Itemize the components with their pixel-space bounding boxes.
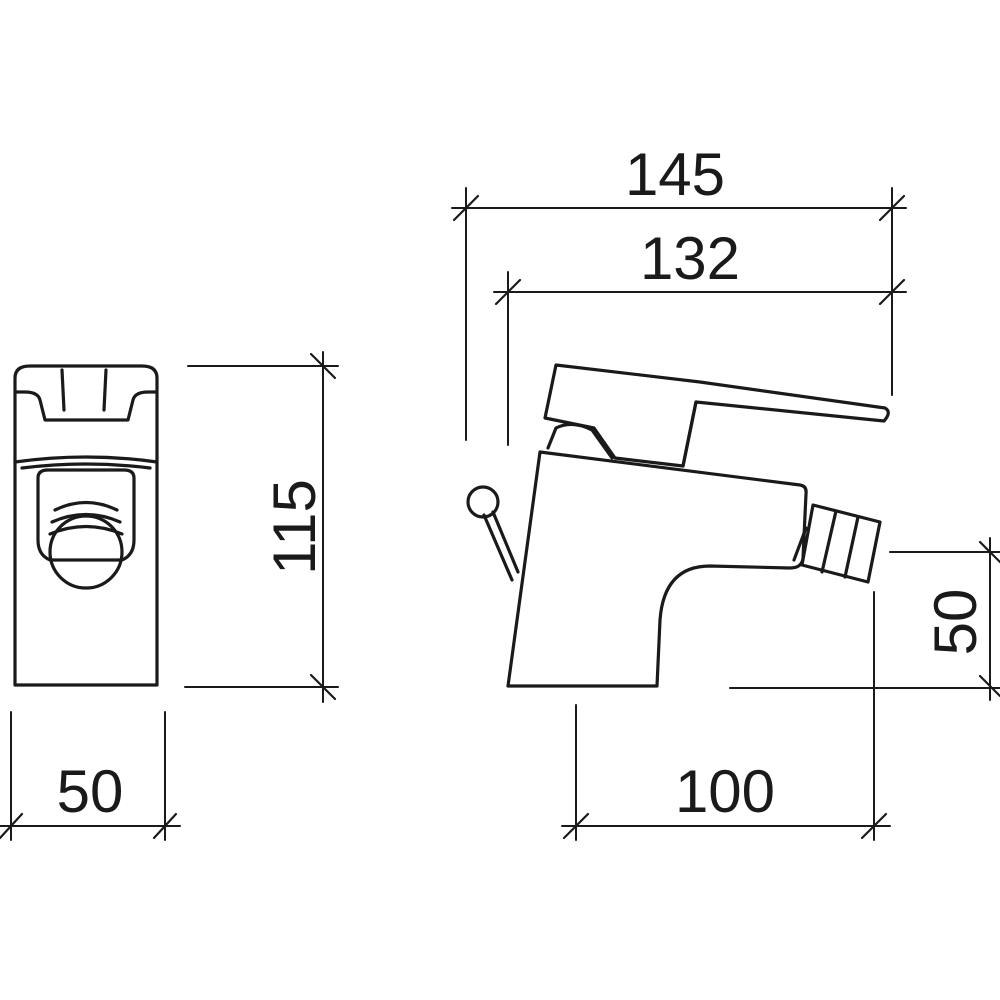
front-width-tick-left (0, 812, 24, 840)
front-outlet-nozzle (48, 514, 124, 590)
front-width-dimension: 50 (0, 711, 181, 841)
lever-length-dimension: 132 (493, 225, 907, 446)
outlet-height-tick-top (978, 540, 1000, 564)
front-body-outline (13, 364, 159, 687)
spout-reach-tick-right (860, 812, 888, 840)
front-lever-cap-inner (60, 368, 108, 412)
spout-reach-label: 100 (675, 758, 775, 825)
front-outlet-rings (48, 500, 124, 536)
side-body-outline (506, 450, 808, 688)
side-lever-edge (681, 400, 698, 468)
lever-length-tick-right (878, 278, 906, 306)
overall-length-tick-right (878, 194, 906, 222)
side-lever-outline (543, 363, 890, 468)
front-width-label: 50 (57, 758, 124, 825)
outlet-height-label: 50 (922, 589, 989, 656)
side-outlet-connector (792, 526, 808, 562)
overall-length-tick-left (452, 194, 480, 222)
front-height-label: 115 (261, 479, 328, 575)
side-outlet-nozzle (800, 503, 882, 584)
overall-length-dimension: 145 (451, 141, 907, 441)
outlet-height-tick-bottom (978, 674, 1000, 698)
side-view (466, 363, 890, 688)
outlet-height-dimension: 50 (729, 537, 1000, 701)
front-band (13, 455, 159, 464)
front-outlet-housing (36, 468, 136, 562)
side-popup-knob (466, 485, 500, 519)
front-width-tick-right (152, 812, 178, 840)
lever-length-tick-left (494, 278, 522, 306)
side-popup-rod (482, 510, 520, 582)
side-outlet-rings (820, 509, 860, 579)
front-lever-cap (13, 390, 159, 422)
front-height-tick-top (309, 352, 337, 380)
front-band-lower (20, 462, 152, 470)
spout-reach-dimension: 100 (561, 591, 891, 841)
front-height-dimension: 115 (184, 351, 339, 703)
overall-length-label: 145 (625, 141, 725, 208)
front-height-tick-bottom (309, 673, 337, 701)
lever-length-label: 132 (640, 225, 740, 292)
spout-reach-tick-left (562, 812, 590, 840)
front-view (13, 364, 159, 687)
